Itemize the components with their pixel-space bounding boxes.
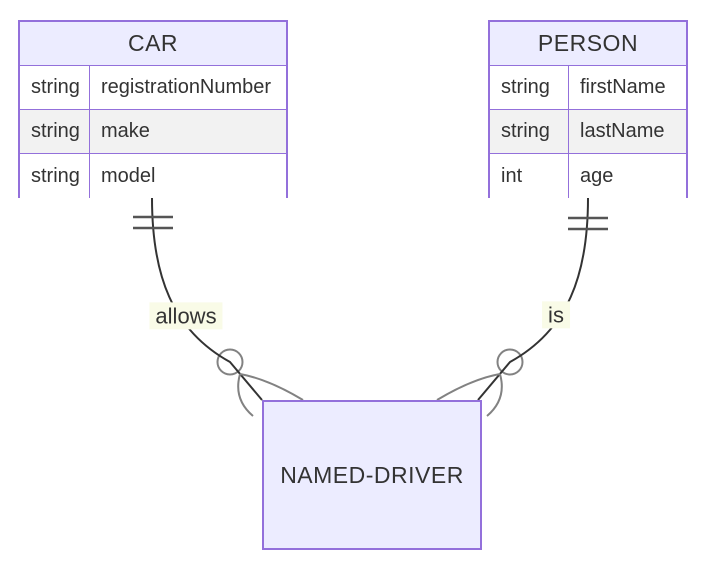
person-exactly-one-marker bbox=[568, 216, 608, 231]
is-crowsfoot-right-prong bbox=[486, 373, 503, 417]
allows-crowsfoot-left-prong bbox=[237, 373, 254, 417]
entity-car-attribute-row: string model bbox=[20, 154, 286, 198]
allows-crowsfoot-right-prong bbox=[239, 373, 304, 401]
attribute-type: string bbox=[20, 154, 90, 198]
entity-car-title: CAR bbox=[20, 22, 286, 66]
attribute-type: string bbox=[490, 110, 569, 153]
entity-person-title: PERSON bbox=[490, 22, 686, 66]
relationship-label-allows: allows bbox=[149, 302, 223, 330]
relationship-label-is: is bbox=[542, 301, 570, 329]
is-crowsfoot-left-prong bbox=[436, 373, 501, 401]
entity-person-attribute-row: int age bbox=[490, 154, 686, 198]
attribute-name: age bbox=[580, 164, 614, 187]
attribute-type: int bbox=[490, 154, 569, 198]
attribute-name: registrationNumber bbox=[101, 76, 272, 98]
attribute-type: string bbox=[20, 110, 90, 153]
entity-person-attribute-row: string firstName bbox=[490, 66, 686, 110]
attribute-name: lastName bbox=[580, 120, 665, 142]
attribute-type: string bbox=[20, 66, 90, 109]
entity-person-attribute-row: string lastName bbox=[490, 110, 686, 154]
entity-person: PERSON string firstName string lastName … bbox=[488, 20, 688, 198]
entity-named-driver-title: NAMED-DRIVER bbox=[280, 461, 464, 488]
attribute-name: model bbox=[101, 164, 156, 187]
car-exactly-one-marker bbox=[133, 215, 173, 230]
attribute-name: make bbox=[101, 120, 150, 142]
entity-car: CAR string registrationNumber string mak… bbox=[18, 20, 288, 198]
entity-car-attribute-row: string registrationNumber bbox=[20, 66, 286, 110]
attribute-type: string bbox=[490, 66, 569, 109]
attribute-name: firstName bbox=[580, 76, 666, 98]
entity-named-driver: NAMED-DRIVER bbox=[262, 400, 482, 550]
entity-car-attribute-row: string make bbox=[20, 110, 286, 154]
